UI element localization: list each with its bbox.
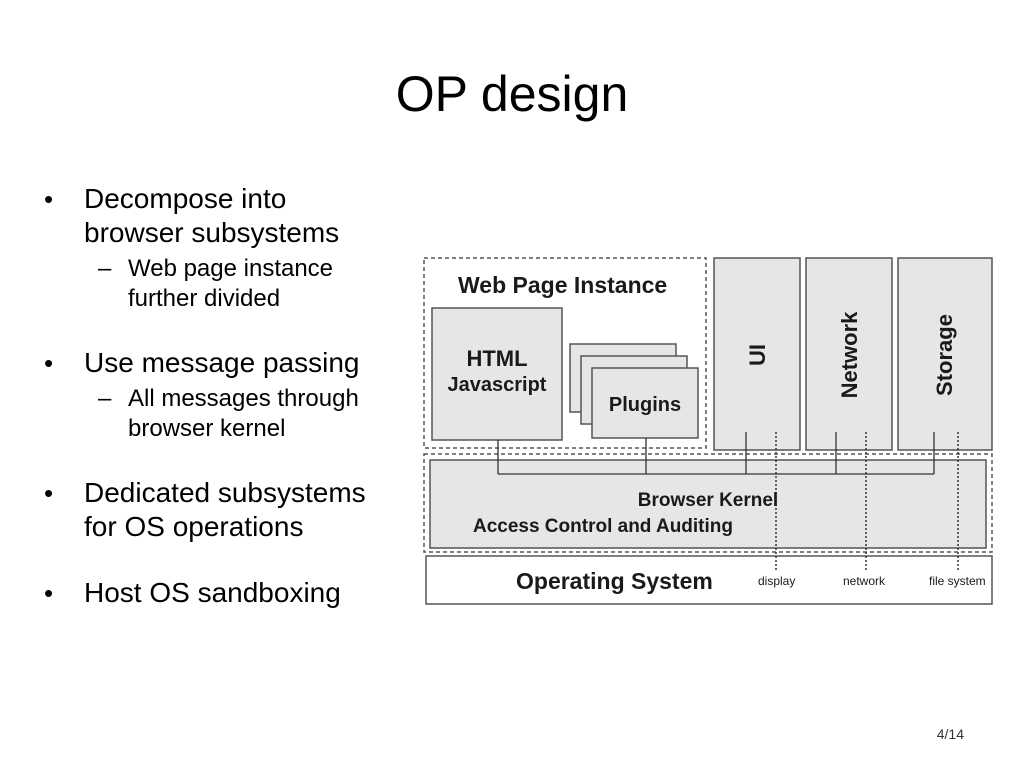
- web-page-instance-label: Web Page Instance: [458, 272, 668, 298]
- storage-label: Storage: [932, 314, 957, 396]
- bullet-text-line: Decompose into: [84, 183, 287, 214]
- bullet-dot-icon: •: [44, 348, 54, 378]
- bullet-text-line: Dedicated subsystems: [84, 477, 366, 508]
- operating-system-label: Operating System: [516, 568, 713, 594]
- ui-box: [713, 257, 801, 451]
- bullet-dot-icon: •: [44, 184, 54, 214]
- storage-box: [897, 257, 993, 451]
- bullet-item: • Dedicated subsystems for OS operations: [40, 476, 420, 544]
- bullet-dot-icon: •: [44, 578, 54, 608]
- sub-bullet-text-line: browser kernel: [128, 415, 286, 442]
- architecture-diagram: Web Page Instance HTML Javascript Plugin…: [422, 256, 994, 608]
- browser-kernel-label: Browser Kernel: [637, 490, 779, 511]
- architecture-diagram-shapes: [423, 257, 993, 605]
- bullet-text-line: Host OS sandboxing: [84, 577, 341, 608]
- bullet-dot-icon: •: [44, 478, 54, 508]
- sub-bullet-dash-icon: –: [98, 255, 112, 282]
- html-javascript-box: [431, 307, 563, 441]
- sub-bullet-text-line: further divided: [128, 285, 281, 312]
- bullet-item: • Use message passing: [40, 346, 420, 380]
- sub-bullet-text-line: All messages through: [128, 385, 359, 412]
- html-label: HTML: [466, 346, 528, 371]
- bullet-item: • Decompose into browser subsystems: [40, 182, 420, 250]
- network-label: Network: [837, 311, 862, 399]
- network-box: [805, 257, 893, 451]
- file-system-label: file system: [929, 574, 986, 588]
- page-number: 4/14: [936, 726, 964, 742]
- sub-bullet-item: – All messages through browser kernel: [40, 384, 420, 444]
- browser-kernel-box: [429, 459, 987, 549]
- bullet-text-line: for OS operations: [84, 511, 304, 542]
- ui-label: UI: [745, 344, 770, 366]
- sub-bullet-dash-icon: –: [98, 385, 112, 412]
- plugins-box: [591, 367, 699, 439]
- bullet-text-line: browser subsystems: [84, 217, 340, 248]
- slide-title: OP design: [395, 66, 629, 122]
- display-label: display: [758, 574, 796, 588]
- sub-bullet-item: – Web page instance further divided: [40, 254, 420, 314]
- access-control-label: Access Control and Auditing: [472, 516, 734, 537]
- bullet-item: • Host OS sandboxing: [40, 576, 420, 610]
- operating-system-box: [425, 555, 993, 605]
- bullet-list: • Decompose into browser subsystems – We…: [40, 182, 420, 610]
- network-small-label: network: [843, 574, 886, 588]
- sub-bullet-text-line: Web page instance: [128, 255, 334, 282]
- javascript-label: Javascript: [447, 374, 547, 396]
- plugins-label: Plugins: [608, 394, 682, 416]
- bullet-text-line: Use message passing: [84, 347, 360, 378]
